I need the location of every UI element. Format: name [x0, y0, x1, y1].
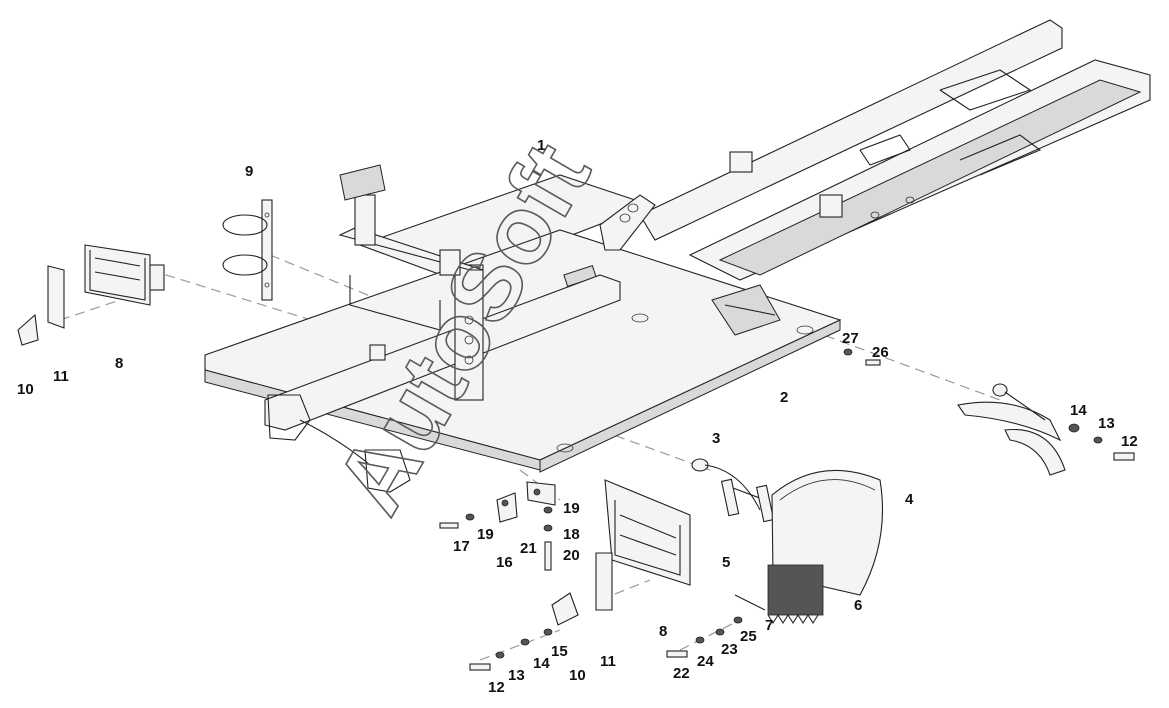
callout-19a: 19 — [563, 500, 580, 517]
part-8-carrier-right — [604, 479, 691, 586]
callout-6: 6 — [854, 597, 862, 614]
part-8-carrier-left — [84, 244, 165, 306]
callout-19b: 19 — [477, 526, 494, 543]
callout-12b: 12 — [488, 679, 505, 696]
callout-4: 4 — [905, 491, 914, 508]
callout-11a: 11 — [53, 368, 69, 385]
part-6-mudflap — [767, 564, 824, 625]
callout-16: 16 — [496, 554, 513, 571]
callout-11b: 11 — [600, 653, 616, 670]
part-callouts: 1 2 3 4 5 6 7 8 8 9 10 10 11 11 12 12 13… — [17, 137, 1138, 696]
callout-18: 18 — [563, 526, 580, 543]
callout-17: 17 — [453, 538, 470, 555]
callout-22: 22 — [673, 665, 690, 682]
callout-10b: 10 — [569, 667, 586, 684]
callout-26: 26 — [872, 344, 889, 361]
callout-1: 1 — [537, 137, 545, 154]
callout-8a: 8 — [115, 355, 123, 372]
right-mudguard-assembly — [957, 383, 1066, 476]
callout-12a: 12 — [1121, 433, 1138, 450]
part-9-bottle-cradle — [222, 199, 273, 301]
part-2-bracket — [711, 284, 781, 336]
callout-23: 23 — [721, 641, 738, 658]
callout-10a: 10 — [17, 381, 34, 398]
fasteners — [439, 348, 1135, 671]
part-4-mudguard — [771, 469, 884, 596]
callout-27: 27 — [842, 330, 859, 347]
front-cross-beam — [264, 194, 656, 493]
part-16-21-brackets — [496, 481, 556, 523]
part-10-11-left — [17, 265, 65, 346]
callout-3: 3 — [712, 430, 720, 447]
callout-15: 15 — [551, 643, 568, 660]
callout-14b: 14 — [533, 655, 550, 672]
callout-9: 9 — [245, 163, 253, 180]
callout-20: 20 — [563, 547, 580, 564]
callout-5: 5 — [722, 554, 730, 571]
callout-8b: 8 — [659, 623, 667, 640]
callout-25: 25 — [740, 628, 757, 645]
part-3-5-support-arm — [691, 458, 775, 523]
callout-7: 7 — [765, 617, 773, 634]
callout-24: 24 — [697, 653, 714, 670]
callout-2: 2 — [780, 389, 788, 406]
callout-14a: 14 — [1070, 402, 1087, 419]
callout-21: 21 — [520, 540, 537, 557]
chassis-frame-rails — [639, 19, 1151, 281]
callout-13b: 13 — [508, 667, 525, 684]
part-10-11-lower — [551, 552, 613, 626]
vertical-post — [338, 164, 484, 401]
callout-13a: 13 — [1098, 415, 1115, 432]
